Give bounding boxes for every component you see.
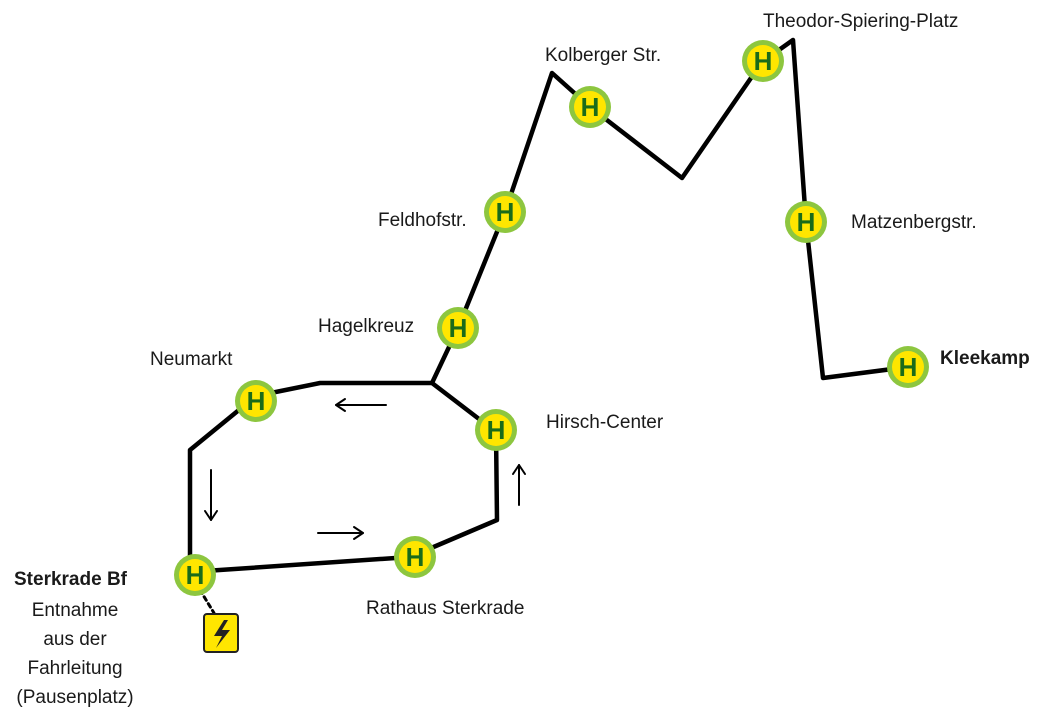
arrow-down: [204, 469, 218, 521]
stop-h-icon: H: [797, 207, 816, 237]
bolt-shape: [214, 620, 230, 648]
stop-neumarkt: H: [235, 380, 277, 422]
arrow-left: [335, 398, 387, 412]
stop-kolberger-str: H: [569, 86, 611, 128]
stop-core: [399, 541, 431, 573]
stop-feldhofstr: H: [484, 191, 526, 233]
stop-core: [480, 414, 512, 446]
stop-matzenbergstr: H: [785, 201, 827, 243]
stop-label-hagelkreuz: Hagelkreuz: [318, 316, 415, 337]
stop-hagelkreuz: H: [437, 307, 479, 349]
stop-label-theodor-spiering-platz: Theodor-Spiering-Platz: [763, 11, 959, 32]
arrow-up: [512, 464, 526, 506]
stop-core: [442, 312, 474, 344]
stop-label-rathaus-sterkrade: Rathaus Sterkrade: [366, 598, 525, 619]
stop-h-icon: H: [449, 313, 468, 343]
stop-core: [179, 559, 211, 591]
route-line-main: [429, 37, 911, 386]
stop-sterkrade-bf: H: [174, 554, 216, 596]
stop-core: [747, 45, 779, 77]
stop-core: [892, 351, 924, 383]
direction-arrows: [204, 398, 526, 540]
charging-note-line3: Fahrleitung: [27, 658, 123, 679]
route-line-loop: [187, 380, 500, 575]
stop-label-kolberger-str: Kolberger Str.: [545, 45, 662, 66]
stop-h-icon: H: [247, 386, 266, 416]
arrow-right: [317, 526, 364, 540]
stop-core: [489, 196, 521, 228]
stop-rathaus-sterkrade: H: [394, 536, 436, 578]
stop-kleekamp: H: [887, 346, 929, 388]
stop-label-sterkrade-bf: Sterkrade Bf: [14, 569, 127, 590]
stop-theodor-spiering-platz: H: [742, 40, 784, 82]
route-lines: [187, 37, 911, 615]
stop-core: [574, 91, 606, 123]
stop-label-feldhofstr: Feldhofstr.: [378, 210, 467, 231]
stop-h-icon: H: [496, 197, 515, 227]
stop-h-icon: H: [899, 352, 918, 382]
stop-core: [790, 206, 822, 238]
stop-hirsch-center: H: [475, 409, 517, 451]
stop-h-icon: H: [581, 92, 600, 122]
stops: H H H H H H H H H H: [174, 40, 929, 596]
stop-core: [240, 385, 272, 417]
lightning-bolt-icon: [203, 613, 239, 653]
stop-h-icon: H: [754, 46, 773, 76]
stop-label-hirsch-center: Hirsch-Center: [546, 412, 664, 433]
charging-note-line4: (Pausenplatz): [16, 687, 134, 708]
charging-note-line1: Entnahme: [31, 600, 119, 621]
stop-label-neumarkt: Neumarkt: [150, 349, 233, 370]
stop-h-icon: H: [186, 560, 205, 590]
stop-h-icon: H: [406, 542, 425, 572]
charging-note-line2: aus der: [43, 629, 107, 650]
stop-label-matzenbergstr: Matzenbergstr.: [851, 212, 977, 233]
stop-h-icon: H: [487, 415, 506, 445]
stop-label-kleekamp: Kleekamp: [940, 348, 1030, 369]
charging-note: Entnahme aus der Fahrleitung (Pausenplat…: [4, 596, 146, 712]
